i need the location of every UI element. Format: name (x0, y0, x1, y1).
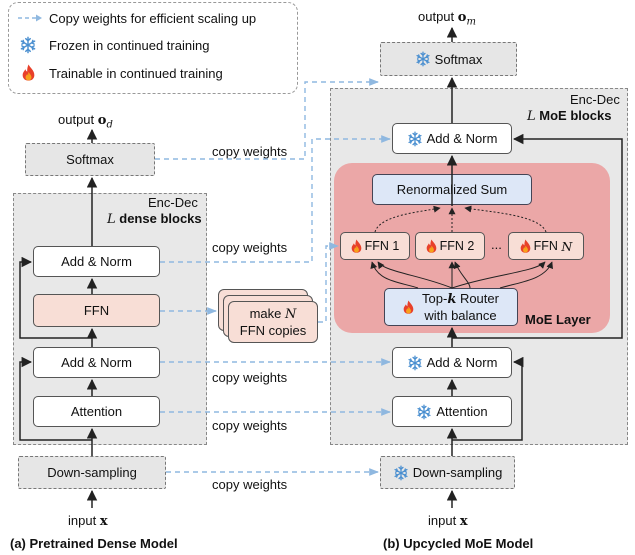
right-add-norm-bottom: Add & Norm (392, 347, 512, 378)
snowflake-icon (407, 355, 423, 371)
snowflake-icon (407, 131, 423, 147)
right-add-norm-top: Add & Norm (392, 123, 512, 154)
right-downsampling-box: Down-sampling (380, 456, 515, 489)
copy-weights-addnorm-top: copy weights (212, 240, 288, 255)
left-add-norm-bottom: Add & Norm (33, 347, 160, 378)
copy-weights-downsampling: copy weights (212, 477, 288, 492)
left-caption: (a) Pretrained Dense Model (10, 536, 178, 551)
legend: Copy weights for efficient scaling up Fr… (8, 2, 298, 94)
legend-trainable-label: Trainable in continued training (49, 66, 223, 81)
top-k-router-box: Top-k Router with balance (384, 288, 518, 326)
right-encdec-label: Enc-Dec (570, 92, 620, 107)
left-softmax-box: Softmax (25, 143, 155, 176)
copy-weights-addnorm-bottom: copy weights (212, 370, 288, 385)
expert-ffn-n: FFN N (508, 232, 584, 260)
left-input-label: input x (68, 513, 108, 529)
right-input-label: input x (428, 513, 468, 529)
right-attention-box: Attention (392, 396, 512, 427)
left-softmax-label: Softmax (66, 152, 114, 167)
renormalized-sum-box: Renormalized Sum (372, 174, 532, 205)
left-attention-box: Attention (33, 396, 160, 427)
right-blocks-label: L MoE blocks (527, 108, 612, 124)
snowflake-icon (415, 51, 431, 67)
snowflake-icon (416, 404, 432, 420)
moe-layer-label: MoE Layer (525, 312, 591, 327)
legend-frozen-label: Frozen in continued training (49, 38, 210, 53)
expert-ffn-2: FFN 2 (415, 232, 485, 260)
flame-icon (403, 300, 414, 314)
copy-arrow-icon (18, 14, 42, 22)
left-ffn-box: FFN (33, 294, 160, 327)
left-add-norm-top: Add & Norm (33, 246, 160, 277)
flame-icon (351, 239, 362, 253)
copy-weights-attention: copy weights (212, 418, 288, 433)
left-encdec-label: Enc-Dec (148, 195, 198, 210)
right-caption: (b) Upcycled MoE Model (383, 536, 534, 551)
snowflake-icon (393, 465, 409, 481)
flame-icon (22, 64, 35, 81)
copy-weights-softmax: copy weights (212, 144, 288, 159)
flame-icon (426, 239, 437, 253)
expert-ffn-1: FFN 1 (340, 232, 410, 260)
left-downsampling-box: Down-sampling (18, 456, 166, 489)
flame-icon (520, 239, 531, 253)
left-blocks-label: L dense blocks (107, 211, 202, 227)
ffn-copies-card: make N FFN copies (228, 301, 318, 343)
left-output-label: output od (58, 112, 113, 131)
legend-copy-label: Copy weights for efficient scaling up (49, 11, 257, 26)
expert-dots: ... (491, 237, 502, 252)
right-softmax-box: Softmax (380, 42, 517, 76)
snowflake-icon (19, 36, 37, 54)
right-output-label: output om (418, 9, 476, 28)
